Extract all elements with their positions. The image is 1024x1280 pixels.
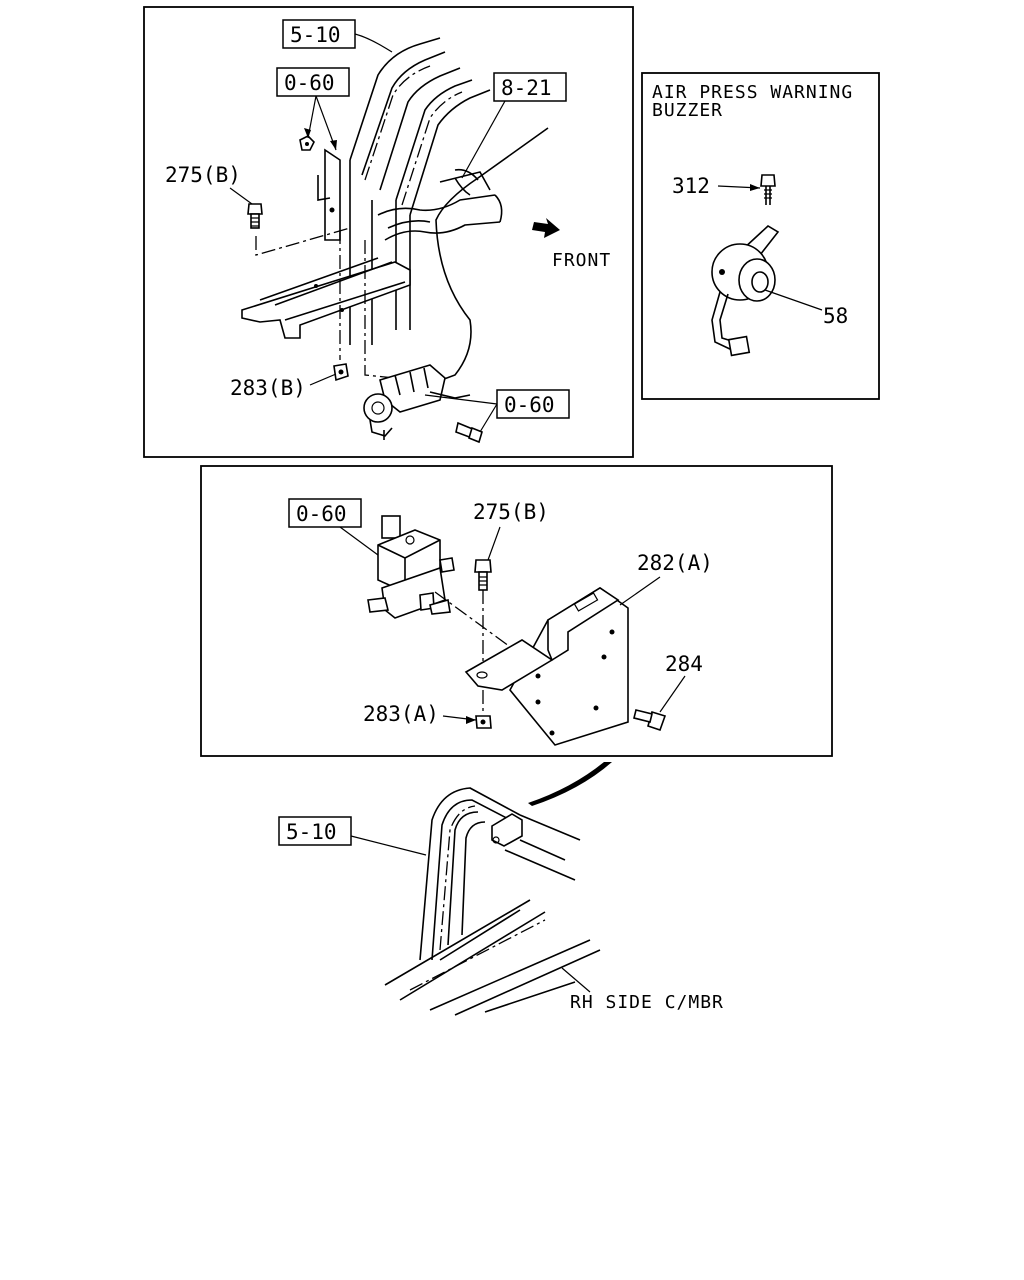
- ref-0-60-middle-box: [288, 498, 362, 528]
- detail-pointer: [528, 762, 612, 806]
- ref-8-21: 8-21: [501, 76, 552, 100]
- ref-0-60-top-box: [276, 67, 350, 97]
- buzzer-panel-frame: [641, 72, 880, 400]
- ref-5-10-bottom-box: [278, 816, 352, 846]
- bracket-282a-icon: [464, 587, 629, 746]
- ref-8-21-box: [493, 72, 567, 102]
- front-arrow-icon: [532, 218, 560, 238]
- top-panel-frame: [143, 6, 634, 458]
- buzzer-panel: AIR PRESS WARNING BUZZER 312 58: [641, 72, 880, 400]
- mounted-bracket-icon: [491, 813, 523, 847]
- leader-58: [764, 289, 823, 311]
- ref-0-60-top: 0-60: [284, 71, 335, 95]
- buzzer-title-line1: AIR PRESS WARNING: [652, 82, 853, 103]
- bolt-275b-middle-icon: [474, 559, 492, 591]
- nut-283b-icon: [333, 363, 349, 382]
- leader-rh-side: [561, 967, 591, 993]
- ref-5-10-box: [282, 19, 356, 49]
- front-label: FRONT: [552, 250, 611, 271]
- leader-0-60-bottom: [424, 394, 498, 433]
- screw-312-icon: [760, 174, 776, 205]
- top-panel: FRONT 5-10 0-60 8-21 275(B) 283(B) 0-60: [143, 6, 634, 458]
- leader-5-10: [354, 33, 393, 53]
- ref-0-60-bottom: 0-60: [504, 393, 555, 417]
- middle-panel-frame: [200, 465, 833, 757]
- middle-panel: 0-60 275(B): [200, 465, 833, 757]
- solenoid-valve-icon: [367, 515, 455, 619]
- label-284: 284: [665, 652, 703, 676]
- label-275b-middle: 275(B): [473, 500, 549, 524]
- assembly-line-c: [364, 240, 396, 379]
- label-275b-top: 275(B): [165, 163, 241, 187]
- nut-283a-icon: [475, 715, 492, 729]
- leader-275b-top: [229, 187, 253, 205]
- leader-283b: [309, 373, 337, 386]
- valve-assembly-icon: [363, 364, 471, 440]
- top-nut-icon: [299, 135, 315, 151]
- cable: [435, 127, 549, 383]
- ref-5-10-bottom: 5-10: [286, 820, 337, 844]
- label-283b: 283(B): [230, 376, 306, 400]
- side-member: [384, 814, 601, 1016]
- label-282a: 282(A): [637, 551, 713, 575]
- bolt-284-icon: [633, 709, 667, 732]
- assembly-line-b: [255, 227, 351, 256]
- leader-5-10-bottom: [350, 835, 427, 856]
- channel-bracket: [241, 257, 411, 339]
- ref-5-10: 5-10: [290, 23, 341, 47]
- vertical-bracket: [317, 148, 341, 241]
- valve-bolt-icon: [455, 421, 483, 444]
- bolt-275b-icon: [247, 203, 263, 229]
- bottom-pillar: [419, 787, 521, 961]
- leader-0-60-middle: [339, 526, 379, 556]
- label-312: 312: [672, 174, 710, 198]
- rh-side-label: RH SIDE C/MBR: [570, 992, 724, 1013]
- leader-8-21: [461, 100, 506, 179]
- ref-0-60-middle: 0-60: [296, 502, 347, 526]
- label-58: 58: [823, 304, 848, 328]
- leader-284: [659, 675, 686, 713]
- bottom-view: 5-10 RH SIDE C/MBR: [278, 762, 724, 1016]
- label-283a: 283(A): [363, 702, 439, 726]
- buzzer-title-line2: BUZZER: [652, 100, 723, 121]
- harness-band: [377, 168, 503, 241]
- leader-275b-middle: [487, 526, 501, 561]
- leader-282a: [619, 576, 661, 606]
